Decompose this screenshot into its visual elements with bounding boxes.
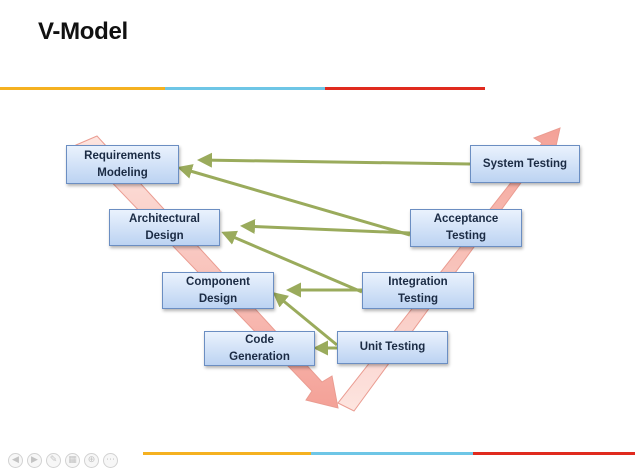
slides-icon[interactable]: ▦ bbox=[65, 453, 80, 468]
slideshow-nav: ◀ ▶ ✎ ▦ ⊕ ⋯ bbox=[8, 453, 118, 468]
box-component-design: Component Design bbox=[162, 272, 274, 309]
connector-acceptance-to-requirements bbox=[177, 164, 411, 237]
header-stripe-blue bbox=[165, 87, 325, 90]
header-stripe-orange bbox=[0, 87, 165, 90]
footer-stripe-red bbox=[473, 452, 635, 455]
footer-stripe-blue bbox=[311, 452, 473, 455]
header-stripe-red bbox=[325, 87, 485, 90]
connector-acceptance-to-architectural bbox=[240, 219, 411, 235]
box-unit-testing: Unit Testing bbox=[337, 331, 448, 364]
pen-icon[interactable]: ✎ bbox=[46, 453, 61, 468]
connector-unit-to-component bbox=[272, 292, 338, 347]
more-icon[interactable]: ⋯ bbox=[103, 453, 118, 468]
connector-integration-to-architectural bbox=[221, 230, 363, 294]
connector-system-to-requirements bbox=[197, 152, 471, 168]
next-icon[interactable]: ▶ bbox=[27, 453, 42, 468]
zoom-icon[interactable]: ⊕ bbox=[84, 453, 99, 468]
box-integration-testing: Integration Testing bbox=[362, 272, 474, 309]
footer-stripe-orange bbox=[143, 452, 311, 455]
prev-icon[interactable]: ◀ bbox=[8, 453, 23, 468]
box-acceptance-testing: Acceptance Testing bbox=[410, 209, 522, 247]
slide-title: V-Model bbox=[38, 18, 128, 45]
box-architectural-design: Architectural Design bbox=[109, 209, 220, 246]
box-requirements-modeling: Requirements Modeling bbox=[66, 145, 179, 184]
box-system-testing: System Testing bbox=[470, 145, 580, 183]
box-code-generation: Code Generation bbox=[204, 331, 315, 366]
